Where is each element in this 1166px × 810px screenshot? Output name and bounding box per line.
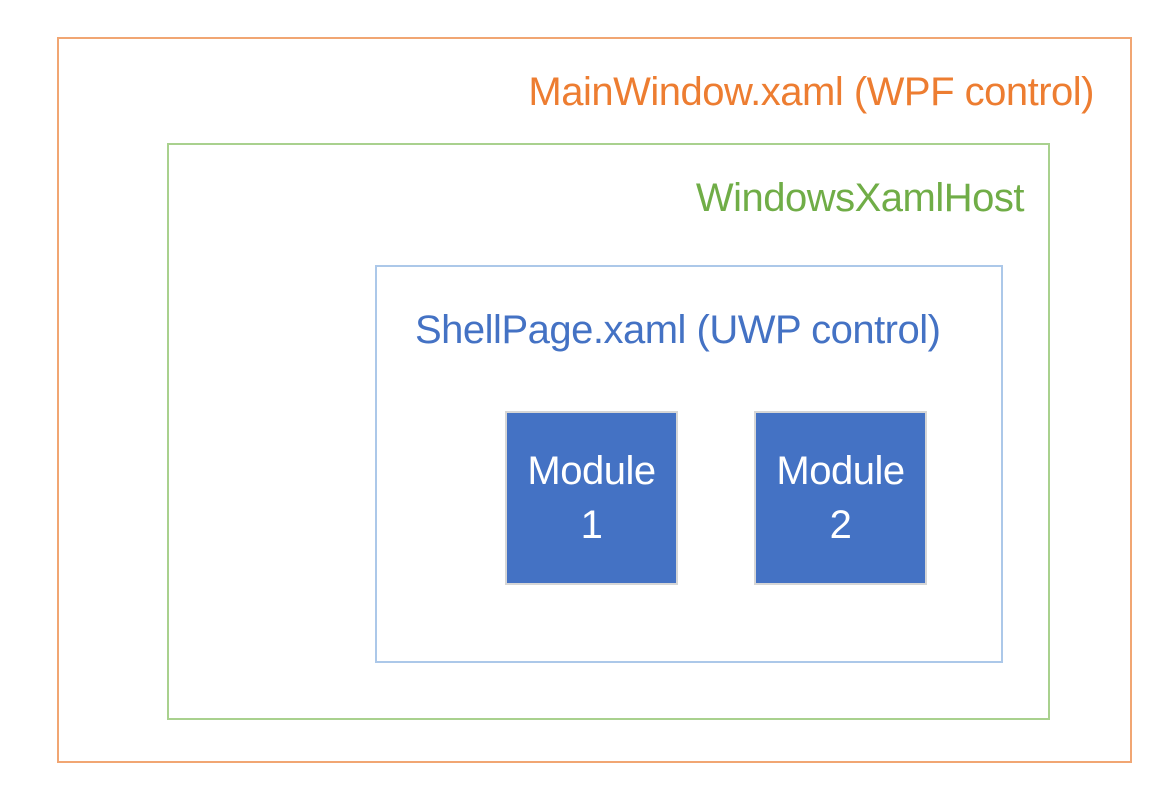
shellpage-uwp-box: ShellPage.xaml (UWP control) Module 1 Mo… (375, 265, 1003, 663)
mainwindow-wpf-label: MainWindow.xaml (WPF control) (528, 70, 1094, 114)
module-1-label: Module (527, 449, 656, 493)
windowsxamlhost-box: WindowsXamlHost ShellPage.xaml (UWP cont… (167, 143, 1050, 720)
module-2-label: Module (776, 449, 905, 493)
module-1-box: Module 1 (505, 411, 678, 585)
module-2-number: 2 (829, 503, 852, 547)
shellpage-uwp-label: ShellPage.xaml (UWP control) (415, 308, 941, 352)
module-2-box: Module 2 (754, 411, 927, 585)
windowsxamlhost-label: WindowsXamlHost (695, 176, 1025, 220)
mainwindow-wpf-box: MainWindow.xaml (WPF control) WindowsXam… (57, 37, 1132, 763)
module-1-number: 1 (580, 503, 603, 547)
